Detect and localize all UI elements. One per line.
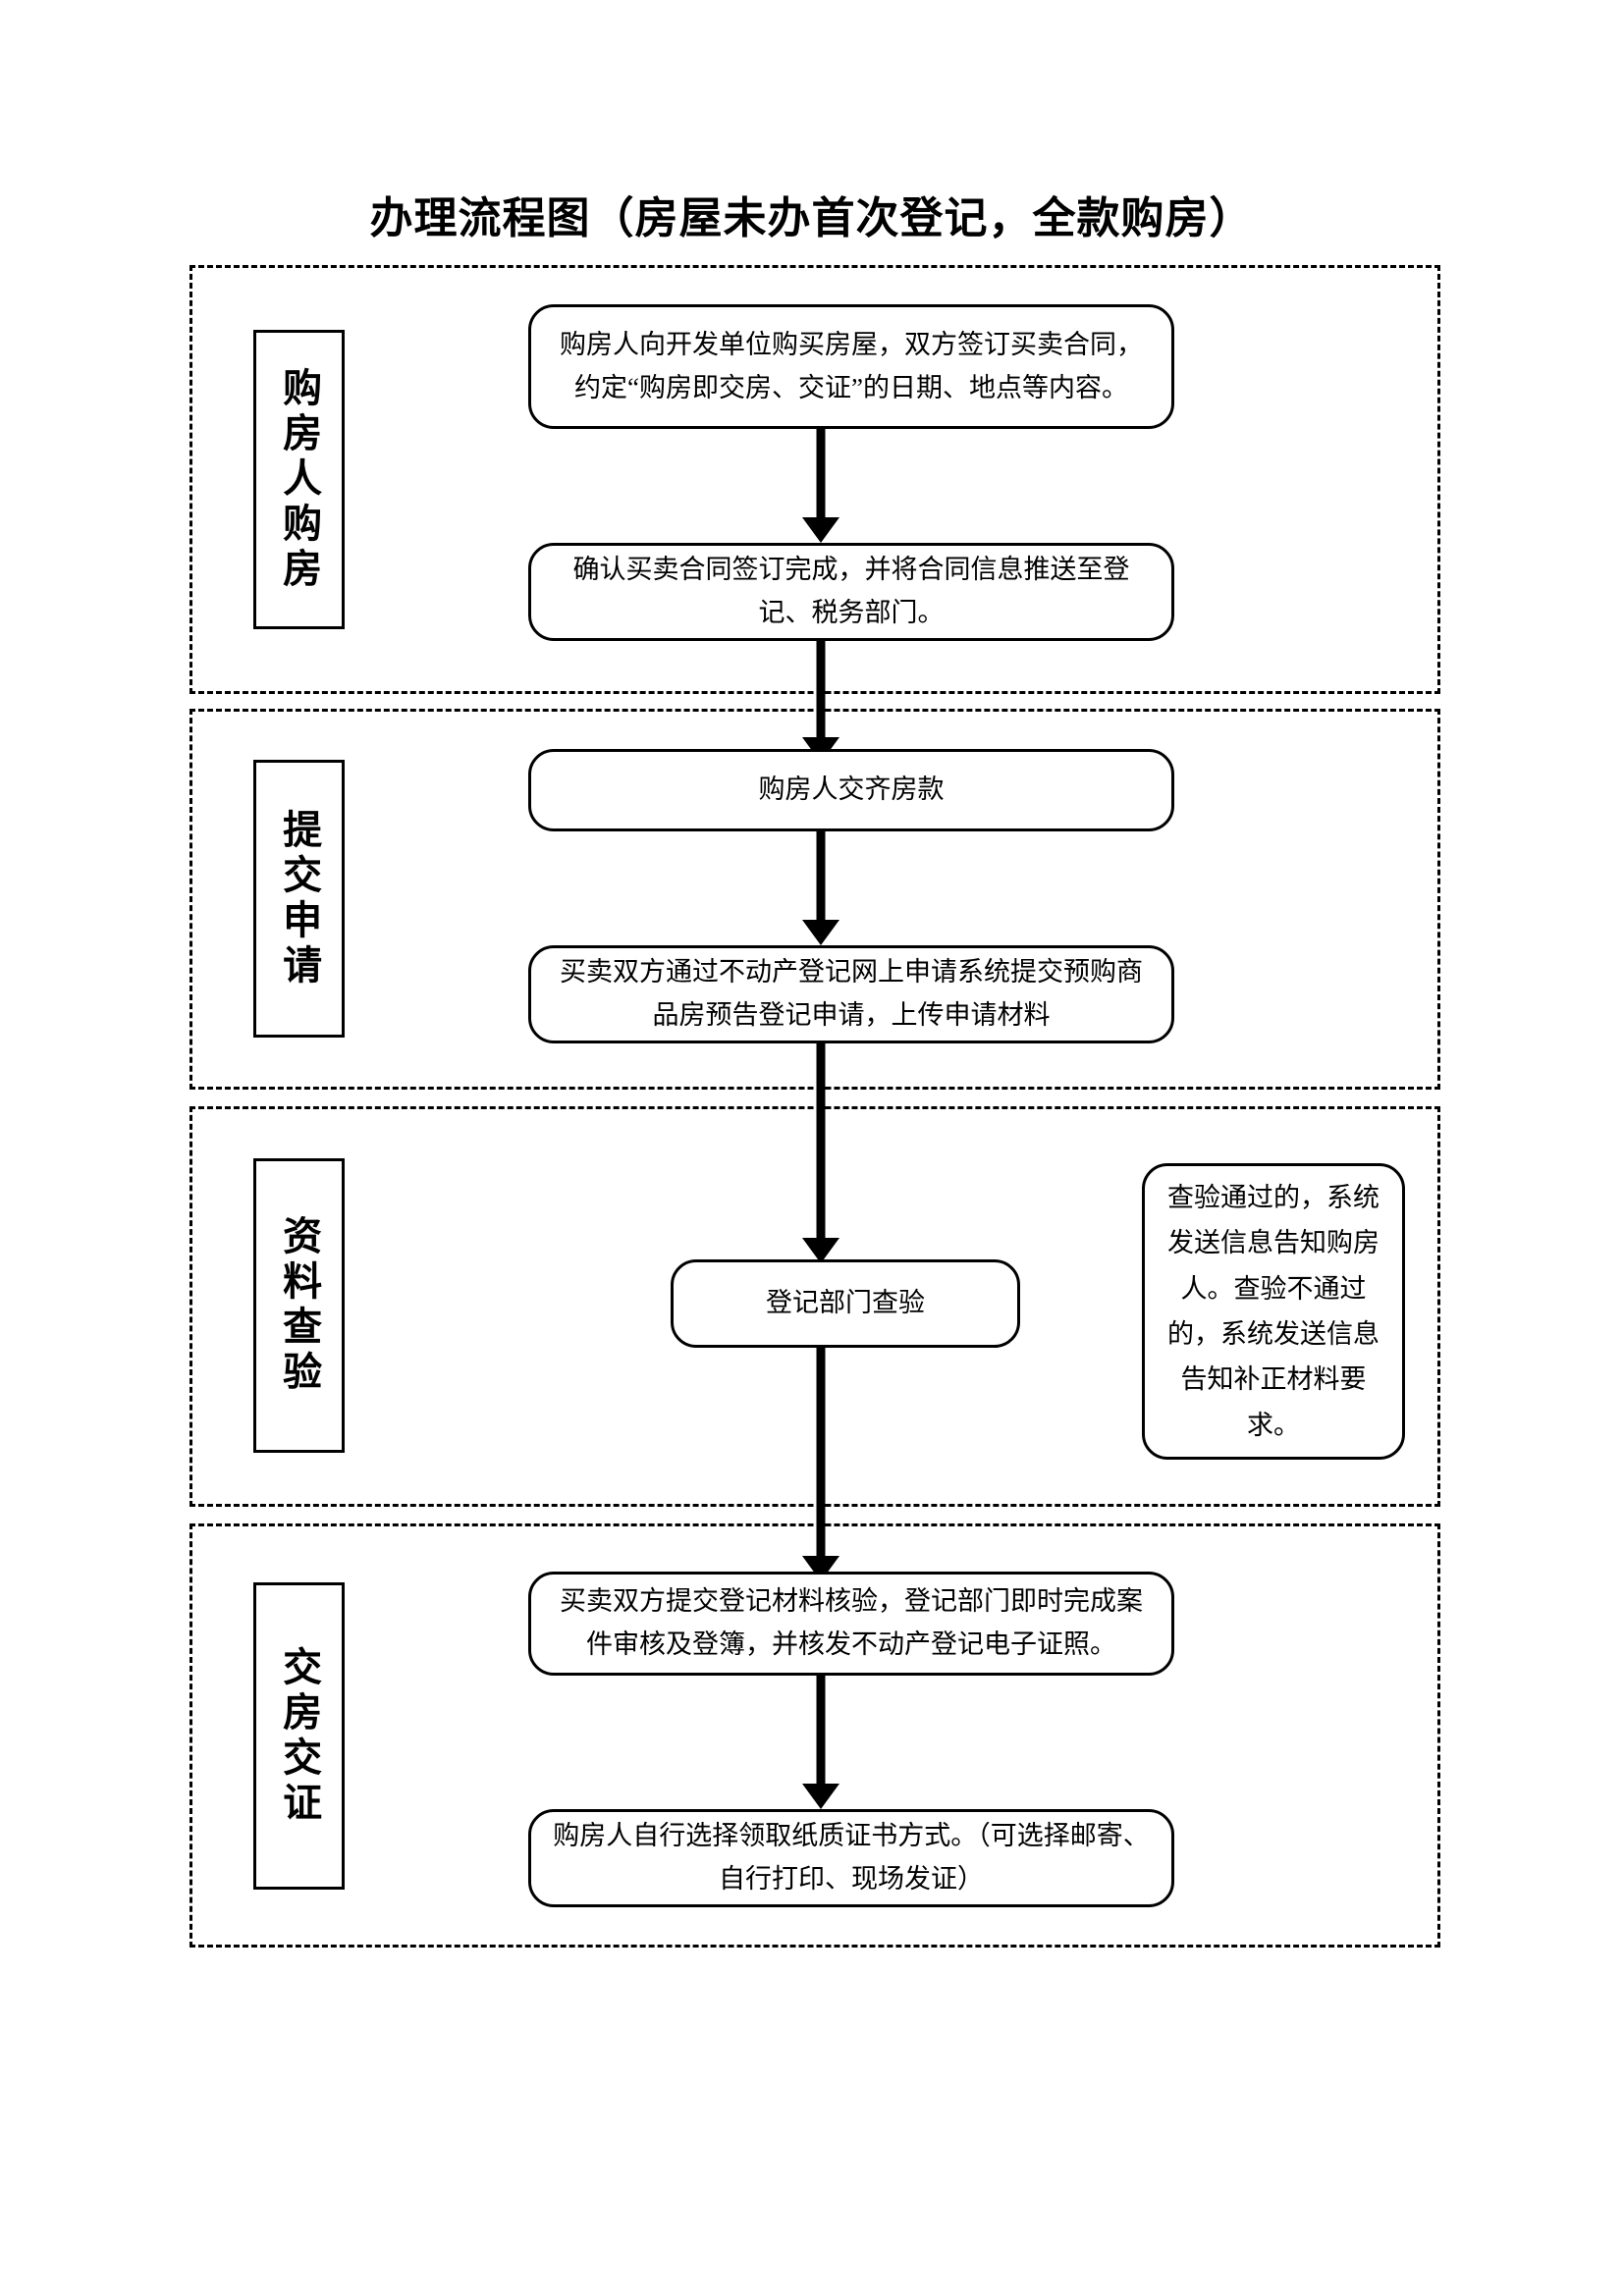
arrow-head-4 [802,1238,839,1263]
process-node-2[interactable]: 确认买卖合同签订完成，并将合同信息推送至登记、税务部门。 [528,543,1174,641]
arrow-head-1 [802,517,839,543]
process-node-5-text: 登记部门查验 [766,1288,925,1318]
stage-label-text-4: 交房交证 [277,1645,322,1827]
arrow-shaft-5 [816,1348,826,1566]
page-title: 办理流程图（房屋未办首次登记，全款购房） [369,194,1254,242]
stage-label-box-3: 资料查验 [253,1158,345,1453]
stage-label-box-1: 购房人购房 [253,330,345,629]
stage-label-text-1: 购房人购房 [277,366,322,593]
process-node-4[interactable]: 买卖双方通过不动产登记网上申请系统提交预购商品房预告登记申请，上传申请材料 [528,945,1174,1043]
arrow-shaft-6 [816,1676,826,1798]
process-node-1-text: 购房人向开发单位购买房屋，双方签订买卖合同，约定“购房即交房、交证”的日期、地点… [560,329,1143,402]
stage-section-3 [189,1106,1440,1507]
process-node-2-text: 确认买卖合同签订完成，并将合同信息推送至登记、税务部门。 [572,555,1130,627]
process-node-8[interactable]: 购房人自行选择领取纸质证书方式。（可选择邮寄、自行打印、现场发证） [528,1809,1174,1907]
stage-label-text-3: 资料查验 [277,1215,322,1396]
process-node-8-text: 购房人自行选择领取纸质证书方式。（可选择邮寄、自行打印、现场发证） [553,1821,1150,1894]
process-node-7[interactable]: 买卖双方提交登记材料核验，登记部门即时完成案件审核及登簿，并核发不动产登记电子证… [528,1572,1174,1676]
stage-section-2 [189,709,1440,1090]
stage-section-4 [189,1523,1440,1948]
arrow-shaft-2 [816,641,826,747]
arrow-shaft-1 [816,429,826,527]
process-node-3[interactable]: 购房人交齐房款 [528,749,1174,831]
arrow-head-3 [802,920,839,945]
stage-section-1 [189,265,1440,694]
process-node-1[interactable]: 购房人向开发单位购买房屋，双方签订买卖合同，约定“购房即交房、交证”的日期、地点… [528,304,1174,429]
note-node-6[interactable]: 查验通过的，系统发送信息告知购房人。查验不通过的，系统发送信息告知补正材料要求。 [1142,1163,1405,1460]
arrow-head-6 [802,1784,839,1809]
arrow-shaft-3 [816,831,826,934]
process-node-7-text: 买卖双方提交登记材料核验，登记部门即时完成案件审核及登簿，并核发不动产登记电子证… [560,1586,1143,1659]
stage-label-text-2: 提交申请 [277,808,322,989]
process-node-4-text: 买卖双方通过不动产登记网上申请系统提交预购商品房预告登记申请，上传申请材料 [560,957,1143,1030]
note-node-6-text: 查验通过的，系统发送信息告知购房人。查验不通过的，系统发送信息告知补正材料要求。 [1167,1182,1380,1440]
arrow-shaft-4 [816,1043,826,1248]
stage-label-box-2: 提交申请 [253,760,345,1038]
stage-label-box-4: 交房交证 [253,1582,345,1890]
process-node-3-text: 购房人交齐房款 [758,774,945,805]
process-node-5[interactable]: 登记部门查验 [671,1259,1020,1348]
